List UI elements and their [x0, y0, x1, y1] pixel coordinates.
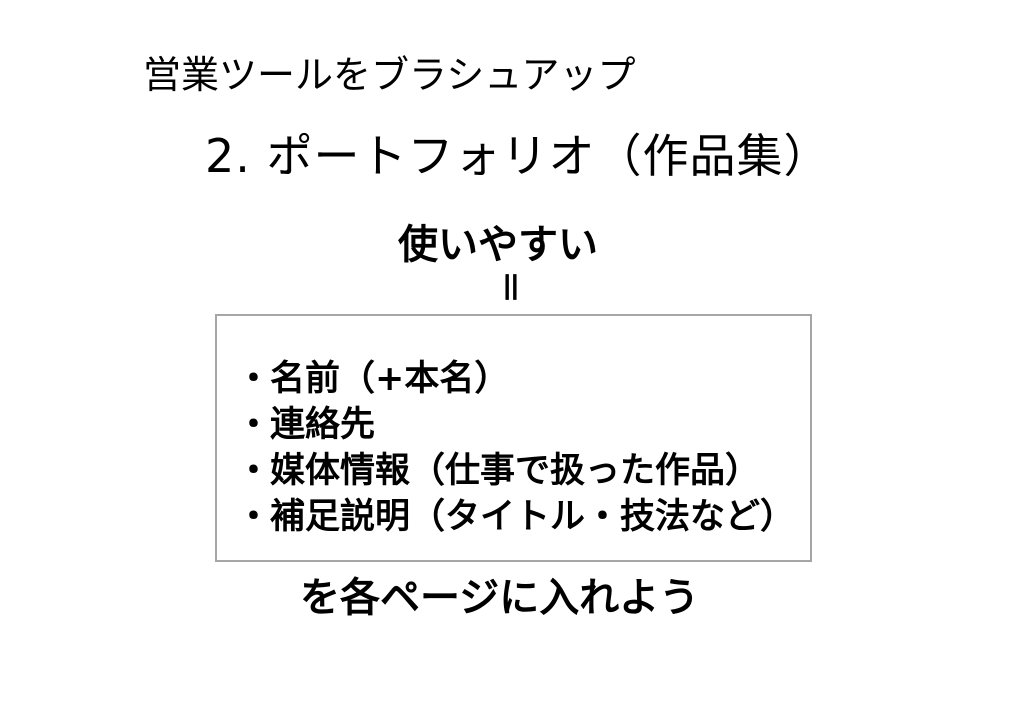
checklist: ・ 名前（+本名） ・ 連絡先 ・ 媒体情報（仕事で扱った作品） ・ 補足説明（… — [236, 352, 796, 537]
closing-phrase: を各ページに入れよう — [300, 575, 700, 621]
bullet-icon: ・ — [236, 404, 272, 445]
bullet-icon: ・ — [236, 358, 272, 399]
list-item-text: 補足説明（タイトル・技法など） — [270, 496, 796, 537]
slide-title: 2. ポートフォリオ（作品集） — [205, 129, 831, 183]
list-item-text: 名前（+本名） — [270, 358, 510, 399]
list-item: ・ 連絡先 — [236, 398, 795, 445]
list-item: ・ 名前（+本名） — [236, 352, 795, 399]
equals-mark: ＝ — [489, 270, 529, 304]
slide-subtitle: 営業ツールをブラシュアップ — [143, 53, 636, 97]
bullet-icon: ・ — [236, 450, 272, 491]
list-item: ・ 媒体情報（仕事で扱った作品） — [236, 444, 795, 491]
list-item-text: 媒体情報（仕事で扱った作品） — [270, 450, 761, 491]
bullet-icon: ・ — [236, 496, 272, 537]
list-item-text: 連絡先 — [270, 404, 376, 445]
lead-phrase: 使いやすい — [398, 222, 598, 268]
list-item: ・ 補足説明（タイトル・技法など） — [236, 490, 796, 537]
checklist-box — [215, 314, 812, 562]
